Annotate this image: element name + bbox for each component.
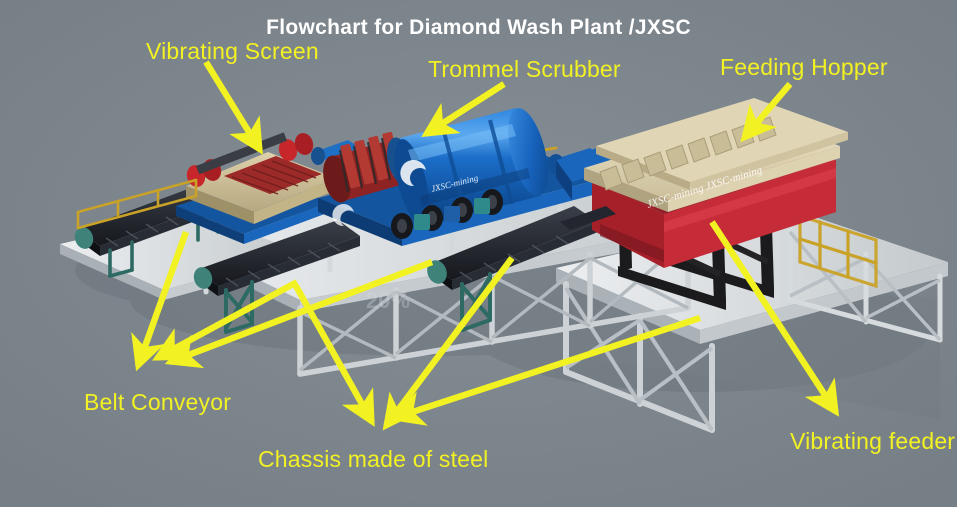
arrow-vibrating-screen	[203, 60, 263, 155]
label-trommel-scrubber: Trommel Scrubber	[428, 56, 621, 82]
arrow-chassis-1	[293, 284, 375, 427]
label-vibrating-screen: Vibrating Screen	[146, 38, 319, 64]
page-title: Flowchart for Diamond Wash Plant /JXSC	[266, 16, 691, 39]
label-chassis-steel: Chassis made of steel	[258, 446, 489, 472]
arrow-feeding-hopper	[740, 81, 793, 143]
trommel-scrubber-unit: JXSC-mining	[318, 108, 604, 246]
chassis-right	[556, 212, 948, 433]
arrow-belt-1	[131, 230, 190, 372]
belt-conveyor-4	[560, 206, 616, 230]
label-belt-conveyor: Belt Conveyor	[84, 389, 232, 415]
belt-conveyor-2	[193, 220, 360, 334]
handrail-right	[798, 213, 878, 289]
belt-conveyor-3	[427, 206, 598, 332]
arrow-trommel-scrubber	[421, 81, 506, 138]
arrow-vibrating-feeder	[709, 220, 840, 417]
arrow-belt-3	[164, 259, 434, 369]
trommel-screen-section	[323, 131, 414, 203]
trommel-rollers	[391, 189, 503, 239]
annotation-arrows	[131, 60, 840, 431]
vibrating-screen-unit	[76, 132, 360, 244]
label-vibrating-feeder: Vibrating feeder	[790, 428, 956, 454]
label-feeding-hopper: Feeding Hopper	[720, 54, 888, 80]
arrow-chassis-3	[388, 314, 701, 426]
